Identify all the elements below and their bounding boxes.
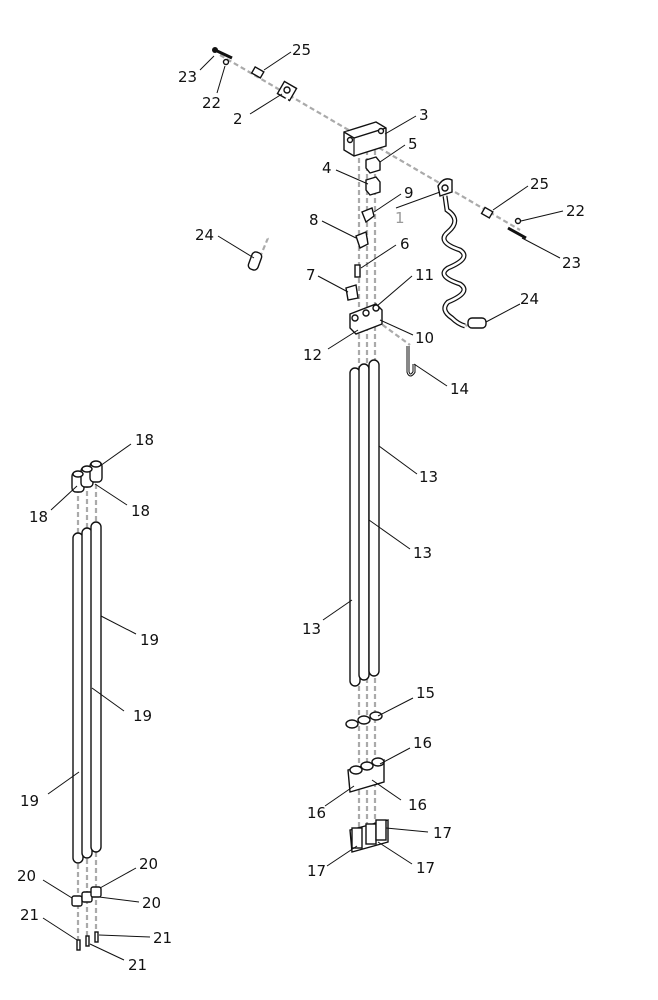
insert-part-4 [365, 176, 381, 196]
screw-part-23-right [507, 226, 527, 240]
hook-part-14 [406, 346, 416, 377]
callout-21-right-top: 21 [153, 929, 172, 947]
callout-15: 15 [416, 684, 435, 702]
clip-part-9 [361, 207, 375, 224]
callout-16-top: 16 [413, 734, 432, 752]
housing-part-3 [343, 121, 387, 157]
callout-13-top: 13 [419, 468, 438, 486]
callout-16-left: 16 [307, 804, 326, 822]
clip-part-7 [345, 284, 359, 301]
callout-11: 11 [415, 266, 434, 284]
callout-22-right: 22 [566, 202, 585, 220]
callout-18-left: 18 [29, 508, 48, 526]
callout-10: 10 [415, 329, 434, 347]
callout-23-right: 23 [562, 254, 581, 272]
bracket-part-1 [437, 178, 453, 197]
cap-part-18 [71, 460, 103, 493]
central-tubes [349, 359, 380, 687]
tube-part-13-b [358, 363, 370, 681]
callout-24-right: 24 [520, 290, 539, 308]
screw-part-23-left [212, 47, 233, 60]
callout-19-mid: 19 [133, 707, 152, 725]
callout-20-top: 20 [139, 855, 158, 873]
base-part-17 [349, 819, 389, 853]
nut-part-25-right [480, 206, 494, 219]
tube-part-13-c [368, 359, 380, 677]
left-assembly [71, 460, 103, 951]
callout-17-right-top: 17 [433, 824, 452, 842]
nut-part-25-left [250, 65, 265, 79]
lower-central-parts [345, 711, 389, 853]
callout-17-left: 17 [307, 862, 326, 880]
callout-23-top: 23 [178, 68, 197, 86]
end-cap-part-24-left [247, 251, 263, 271]
collar-part-15 [345, 711, 383, 729]
assembly-axes [76, 54, 521, 945]
washer-part-22-right [514, 217, 522, 225]
callout-5: 5 [408, 135, 418, 153]
spring-left-assembly [247, 97, 291, 271]
callout-12: 12 [303, 346, 322, 364]
callout-9: 9 [404, 184, 414, 202]
callout-4: 4 [322, 159, 332, 177]
block-part-11-12 [349, 303, 383, 335]
tube-part-19-c [90, 521, 102, 853]
clip-part-8 [355, 231, 369, 249]
callout-2: 2 [233, 110, 243, 128]
foot-part-16 [347, 757, 385, 793]
callout-21-right-low: 21 [128, 956, 147, 974]
callout-6: 6 [400, 235, 410, 253]
crossbar-parts [212, 47, 527, 240]
callout-18-top: 18 [135, 431, 154, 449]
callout-7: 7 [306, 266, 316, 284]
callout-21-left: 21 [20, 906, 39, 924]
callout-25-top: 25 [292, 41, 311, 59]
callout-20-right: 20 [142, 894, 161, 912]
insert-part-5 [365, 156, 381, 174]
callout-13-low: 13 [302, 620, 321, 638]
callout-22-top: 22 [202, 94, 221, 112]
callout-25-right: 25 [530, 175, 549, 193]
pin-part-21 [76, 931, 99, 951]
plug-part-20 [71, 886, 102, 907]
callout-14: 14 [450, 380, 469, 398]
washer-part-22-left [222, 58, 230, 66]
callout-24-left: 24 [195, 226, 214, 244]
callout-17-right: 17 [416, 859, 435, 877]
callout-13-mid: 13 [413, 544, 432, 562]
callout-3: 3 [419, 106, 429, 124]
end-cap-part-24-right [467, 317, 487, 329]
leader-lines [42, 51, 564, 961]
callout-16-right: 16 [408, 796, 427, 814]
bracket-part-2 [276, 80, 298, 102]
callout-20-left: 20 [17, 867, 36, 885]
callout-8: 8 [309, 211, 319, 229]
callout-labels: 25 23 22 2 3 5 4 9 1 8 6 7 11 10 12 14 2… [17, 41, 585, 974]
callout-18-right: 18 [131, 502, 150, 520]
spring-right-assembly [441, 195, 487, 329]
callout-19-low: 19 [20, 792, 39, 810]
pin-part-6 [354, 264, 361, 278]
central-small-parts [345, 207, 416, 377]
callout-1: 1 [395, 209, 405, 227]
callout-19-top: 19 [140, 631, 159, 649]
